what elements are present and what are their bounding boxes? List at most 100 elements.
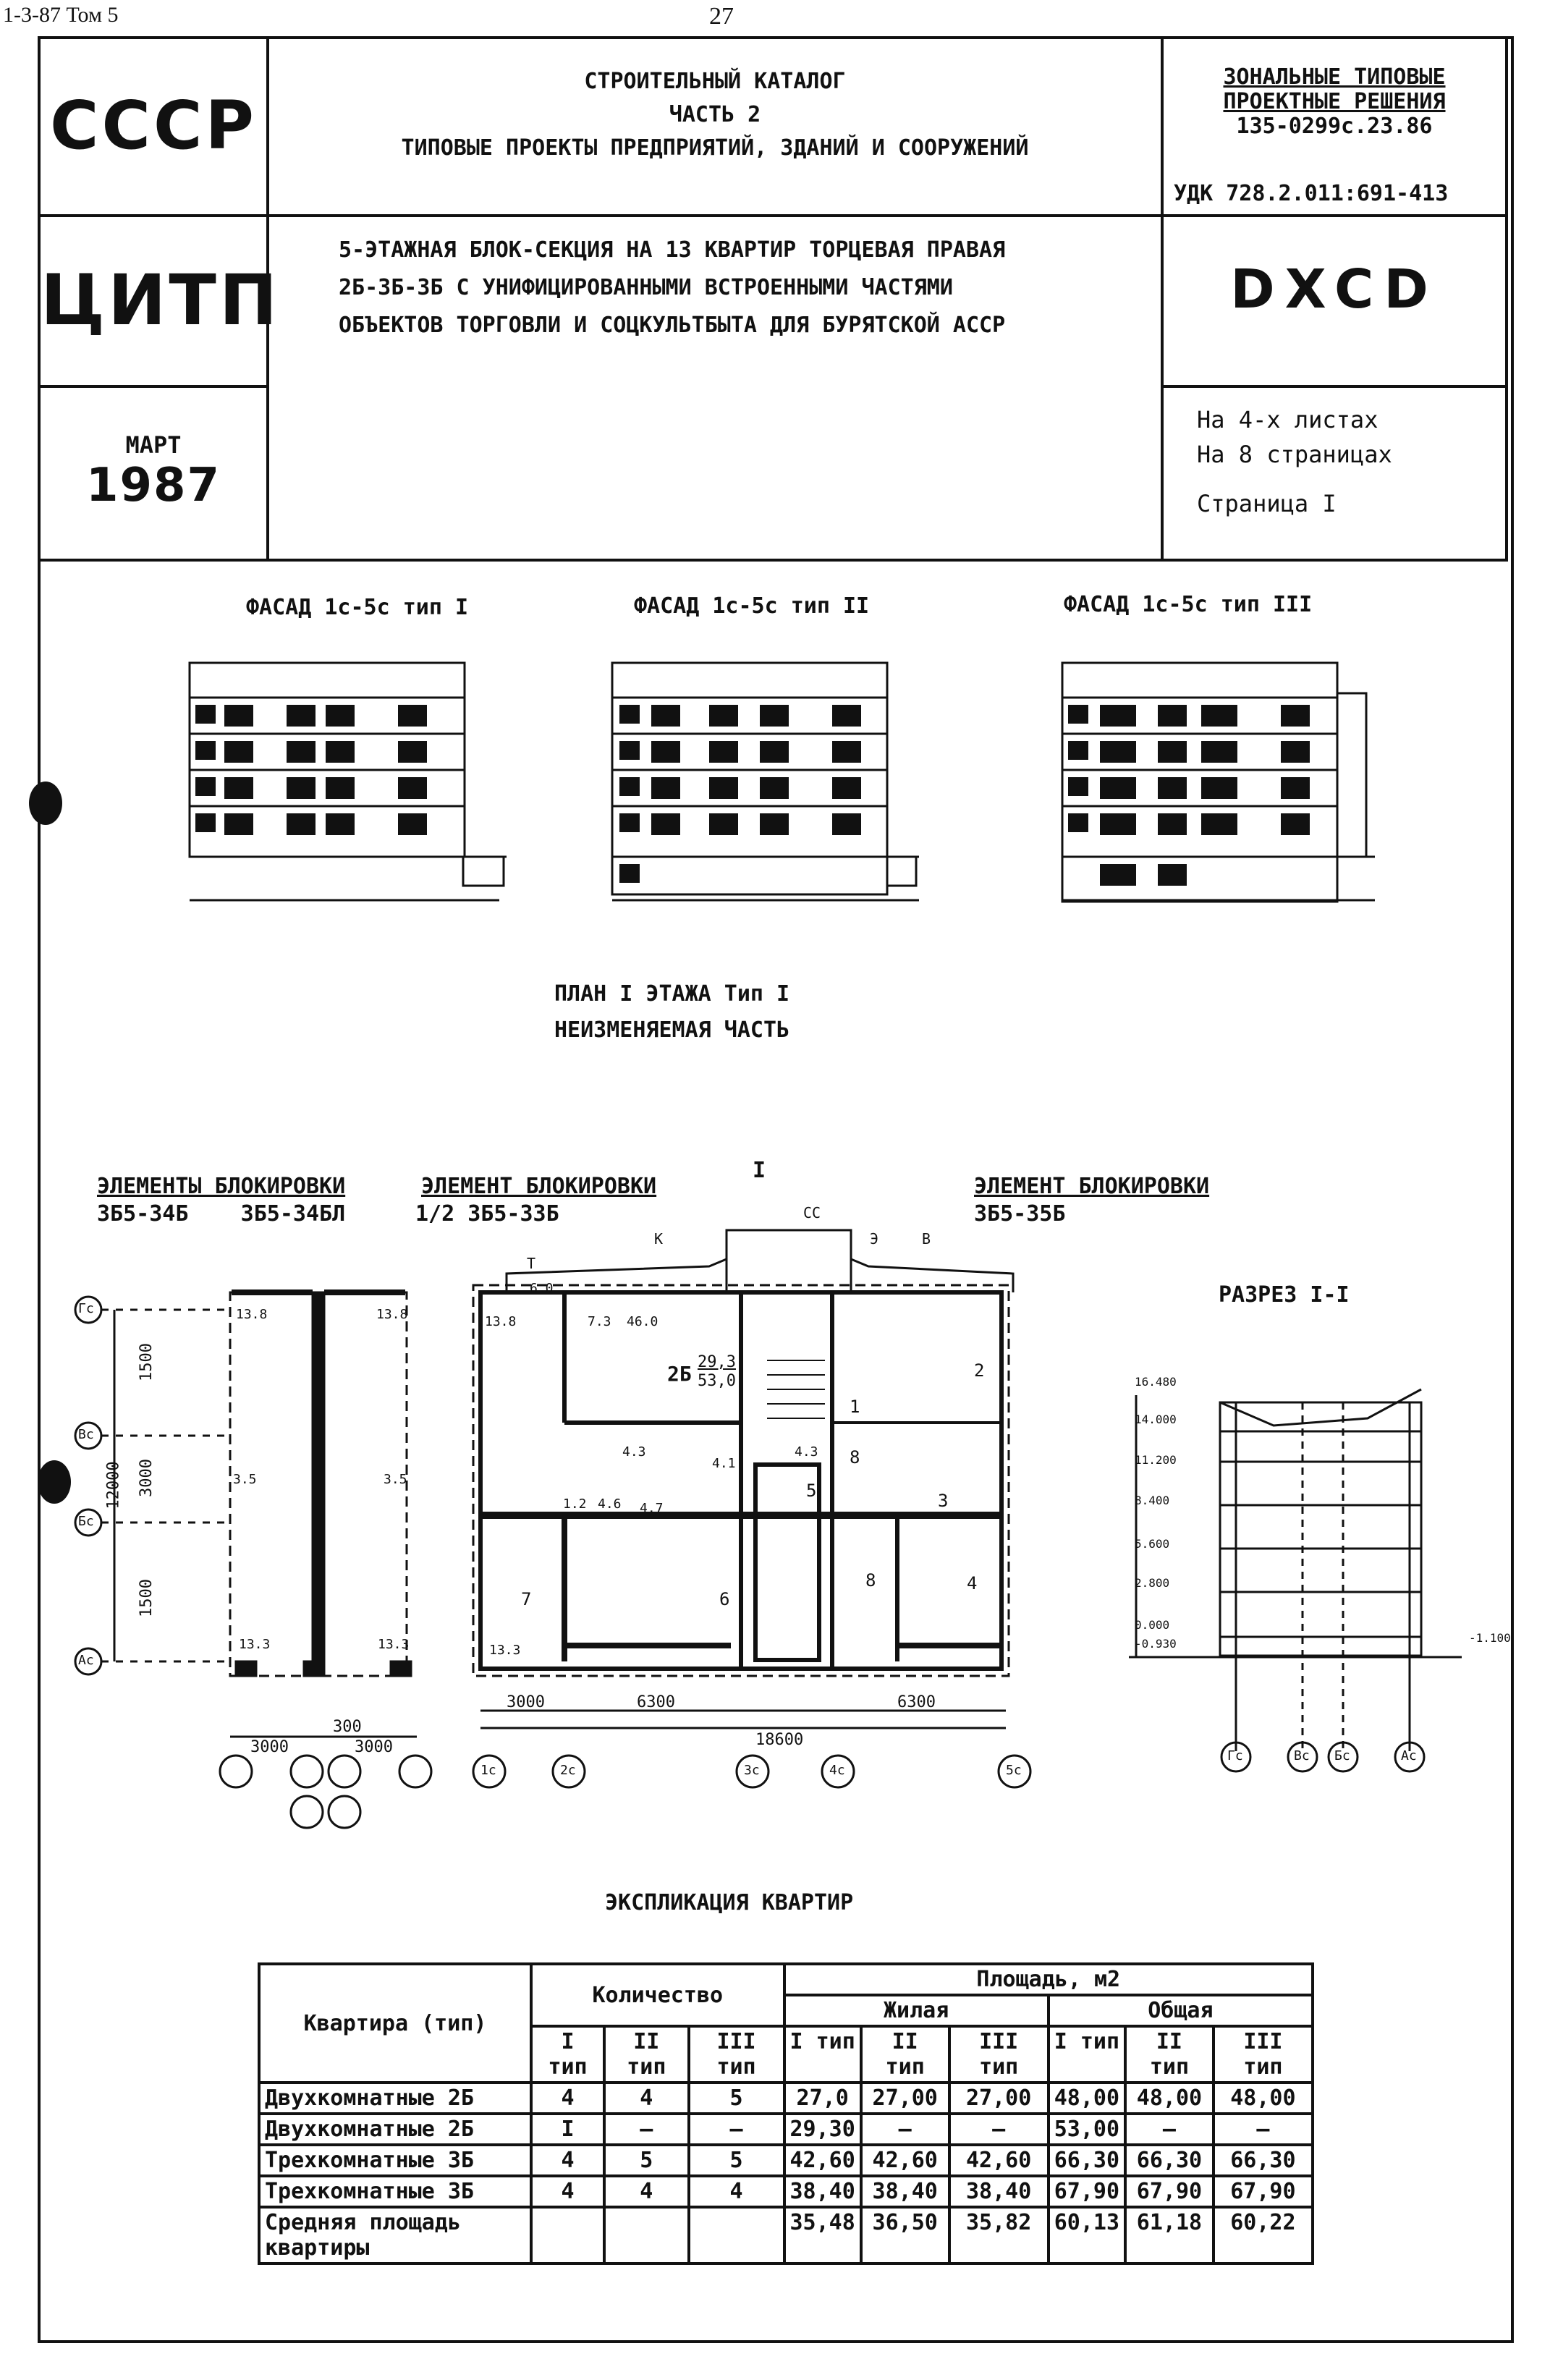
year: 1987 <box>85 459 221 512</box>
header-sheets-cell: На 4-х листах На 8 страницах Страница I <box>1161 385 1508 562</box>
room-label-7: 7 <box>521 1589 532 1609</box>
qty-type-2: II тип <box>603 2025 690 2084</box>
plan-title-1: ПЛАН I ЭТАЖА Тип I <box>554 981 790 1007</box>
section-axis-g: Гс <box>1227 1748 1243 1763</box>
row-living: 35,82 <box>947 2206 1050 2265</box>
room-label-2: 2 <box>974 1360 985 1381</box>
area-8: 7.3 <box>588 1314 611 1329</box>
room-label-3: 3 <box>938 1491 949 1511</box>
col-qty-header: Количество <box>530 1962 786 2028</box>
title-line1: 5-ЭТАЖНАЯ БЛОК-СЕКЦИЯ НА 13 КВАРТИР ТОРЦ… <box>339 237 1006 263</box>
zonal-line2: ПРОЕКТНЫЕ РЕШЕНИЯ <box>1223 89 1446 114</box>
pages-count: На 8 страницах <box>1197 441 1392 468</box>
total-type-1: I тип <box>1046 2025 1127 2084</box>
dim-bottom-left-1: 3000 <box>250 1738 289 1756</box>
row-qty: – <box>603 2112 690 2146</box>
section-axis-v: Вс <box>1294 1748 1310 1763</box>
table-row: Трехкомнатные 3Б 4 5 5 42,60 42,60 42,60… <box>258 2143 1315 2177</box>
area-6: 3.5 <box>384 1472 407 1487</box>
entrance-k: К <box>654 1230 664 1248</box>
area-11: 4.3 <box>622 1444 646 1460</box>
row-qty: 4 <box>603 2174 690 2209</box>
doc-page-number: 27 <box>709 3 734 30</box>
qty-type-1: I тип <box>529 2025 606 2084</box>
area-12: 4.1 <box>712 1456 736 1471</box>
level-8: -0.930 <box>1135 1637 1177 1651</box>
header-org1-cell: СССР <box>38 36 269 217</box>
level-1: 16.480 <box>1135 1375 1177 1389</box>
level-2: 14.000 <box>1135 1413 1177 1426</box>
area-15: 4.6 <box>598 1496 622 1512</box>
block-left-codes: 3Б5-34Б 3Б5-34БЛ <box>97 1201 346 1227</box>
dim-main-2: 6300 <box>637 1693 675 1711</box>
area-3: 13.3 <box>239 1637 271 1652</box>
zonal-line1: ЗОНАЛЬНЫЕ ТИПОВЫЕ <box>1223 64 1446 90</box>
row-qty <box>603 2206 690 2265</box>
row-qty <box>687 2206 786 2265</box>
level-9: -1.100 <box>1469 1631 1511 1645</box>
area-2: 13.8 <box>376 1307 408 1322</box>
qty-type-3: III тип <box>687 2025 786 2084</box>
entrance-e: Э <box>870 1230 879 1248</box>
row-total: 67,90 <box>1124 2174 1215 2209</box>
plan-drawing <box>74 1229 1462 1829</box>
apartment-total-area: 53,0 <box>698 1372 736 1390</box>
total-type-2: II тип <box>1124 2025 1215 2084</box>
area-1: 13.8 <box>236 1307 268 1322</box>
axis-bottom-1: 1с <box>480 1763 496 1778</box>
row-living: 27,00 <box>859 2081 951 2115</box>
month: МАРТ <box>125 431 182 459</box>
punch-hole <box>38 1460 71 1504</box>
row-total: 66,30 <box>1124 2143 1215 2177</box>
row-living: 27,00 <box>947 2081 1050 2115</box>
row-name: Трехкомнатные 3Б <box>258 2174 533 2209</box>
row-qty: 4 <box>687 2174 786 2209</box>
total-type-3: III тип <box>1211 2025 1315 2084</box>
row-total: 66,30 <box>1211 2143 1315 2177</box>
col-living-header: Жилая <box>782 1994 1050 2028</box>
table-row: Трехкомнатные 3Б 4 4 4 38,40 38,40 38,40… <box>258 2174 1315 2209</box>
section-axis-a: Ас <box>1401 1748 1417 1763</box>
living-type-2: II тип <box>859 2025 951 2084</box>
room-label-8a: 8 <box>850 1447 860 1468</box>
block-mid-code: 1/2 3Б5-33Б <box>415 1201 559 1227</box>
org-citp: ЦИТП <box>41 260 281 341</box>
row-living: 29,30 <box>782 2112 863 2146</box>
header-org2-cell: ЦИТП <box>38 214 281 388</box>
cut-mark: I <box>753 1158 766 1183</box>
living-type-3: III тип <box>947 2025 1050 2084</box>
catalog-line2: ЧАСТЬ 2 <box>669 102 761 127</box>
project-code: DXCD <box>1230 258 1439 321</box>
axis-bottom-2: 2с <box>560 1763 576 1778</box>
row-total: 48,00 <box>1046 2081 1127 2115</box>
row-name: Двухкомнатные 2Б <box>258 2112 533 2146</box>
area-17: 13.3 <box>489 1643 521 1658</box>
axis-left-a: Ас <box>78 1653 94 1668</box>
row-total: 60,13 <box>1046 2206 1127 2265</box>
dim-bottom-left-3: 3000 <box>355 1738 393 1756</box>
row-qty: 4 <box>529 2174 606 2209</box>
area-16: 4.7 <box>640 1501 664 1516</box>
row-living: 38,40 <box>859 2174 951 2209</box>
row-total: – <box>1211 2112 1315 2146</box>
col-area-header: Площадь, м2 <box>782 1962 1314 1996</box>
area-4: 13.3 <box>378 1637 410 1652</box>
room-label-8b: 8 <box>865 1570 876 1591</box>
facade-label-3: ФАСАД 1с-5с тип III <box>1064 592 1313 617</box>
section-axis-b: Бс <box>1334 1748 1350 1763</box>
axis-bottom-3: 3с <box>744 1763 760 1778</box>
row-living: – <box>859 2112 951 2146</box>
facade-3 <box>1061 661 1375 903</box>
catalog-line3: ТИПОВЫЕ ПРОЕКТЫ ПРЕДПРИЯТИЙ, ЗДАНИЙ И СО… <box>401 135 1029 161</box>
row-total: 48,00 <box>1211 2081 1315 2115</box>
doc-series: 1-3-87 Том 5 <box>3 3 119 27</box>
col-apt-header: Квартира (тип) <box>258 1962 533 2084</box>
catalog-line1: СТРОИТЕЛЬНЫЙ КАТАЛОГ <box>584 69 846 94</box>
udk: УДК 728.2.011:691-413 <box>1174 181 1449 206</box>
row-total: – <box>1124 2112 1215 2146</box>
level-5: 5.600 <box>1135 1537 1170 1551</box>
dim-left-3: 1500 <box>137 1579 156 1617</box>
row-qty: – <box>687 2112 786 2146</box>
row-qty: 5 <box>687 2143 786 2177</box>
row-qty: 5 <box>687 2081 786 2115</box>
